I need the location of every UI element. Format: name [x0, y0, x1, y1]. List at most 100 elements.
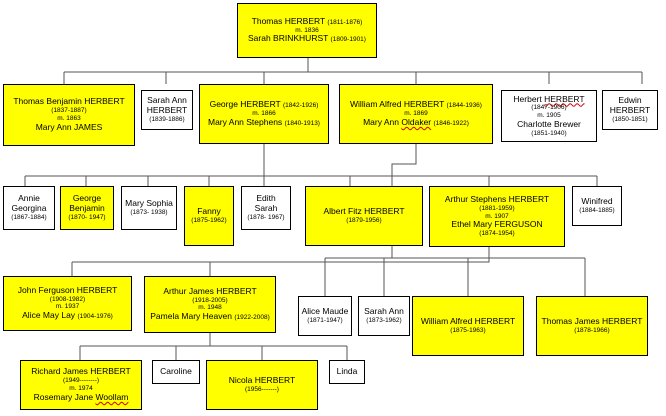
- name: Edwin HERBERT: [609, 95, 651, 116]
- years: (1837-1887): [51, 107, 87, 115]
- name: Thomas James HERBERT: [541, 316, 643, 327]
- person-box-thomas-james-herbert: Thomas James HERBERT (1878-1966): [536, 296, 648, 356]
- spouse-name: Rosemary Jane: [33, 391, 94, 402]
- years: (1871-1947): [307, 316, 343, 324]
- person-box-thomas-herbert-root: Thomas HERBERT (1811-1876) m. 1836 Sarah…: [237, 3, 377, 58]
- spouse-name: Mary Ann: [363, 116, 399, 127]
- years: (1867-1884): [11, 213, 47, 221]
- person-box-albert-fitz-herbert: Albert Fitz HERBERT (1879-1956): [305, 186, 423, 246]
- years: (1844-1936): [446, 102, 482, 110]
- name: Arthur James HERBERT: [163, 285, 257, 296]
- name: Winifred: [581, 196, 613, 207]
- spouse-name: Mary Ann Stephens: [208, 116, 283, 127]
- spouse-name: Pamela Mary Heaven: [150, 311, 232, 322]
- name: Arthur Stephens HERBERT: [444, 194, 550, 205]
- name: Albert Fitz HERBERT: [323, 206, 405, 217]
- marriage: m. 1905: [537, 112, 561, 120]
- name: Richard James HERBERT: [31, 366, 131, 377]
- root-marriage: m. 1836: [295, 26, 319, 34]
- years: (1873-1962): [366, 316, 402, 324]
- root-name2: Sarah BRINKHURST: [248, 33, 329, 44]
- marriage: m. 1948: [198, 304, 222, 312]
- spouse-name: Ethel Mary FERGUSON: [451, 219, 543, 230]
- person-box-edith-sarah: Edith Sarah (1878- 1967): [241, 186, 291, 230]
- person-box-william-alfred-herbert: William Alfred HERBERT (1844-1936) m. 18…: [339, 84, 493, 144]
- person-box-george-benjamin: George Benjamin (1870- 1947): [60, 186, 114, 230]
- person-box-winifred: Winifred (1884-1885): [572, 186, 622, 226]
- person-box-nicola-herbert: Nicola HERBERT (1956-------): [206, 360, 318, 410]
- root-name1: Thomas HERBERT: [251, 15, 326, 26]
- years: (1908-1982): [49, 295, 86, 303]
- person-box-annie-georgina: Annie Georgina (1867-1884): [3, 186, 55, 230]
- marriage: m. 1937: [55, 303, 80, 311]
- name: Sarah Ann: [364, 306, 404, 317]
- name: Annie Georgina: [11, 193, 47, 214]
- years: (1839-1886): [149, 115, 185, 123]
- marriage: m. 1974: [69, 385, 93, 392]
- person-box-arthur-stephens-herbert: Arthur Stephens HERBERT (1881-1959) m. 1…: [429, 186, 565, 247]
- spouse-years: (1904-1976): [77, 313, 113, 321]
- root-years2: (1809-1901): [330, 36, 366, 44]
- spouse-years: (1874-1954): [479, 230, 515, 238]
- person-box-george-herbert: George HERBERT (1842-1926) m. 1866 Mary …: [199, 84, 329, 144]
- marriage: m. 1866: [252, 110, 276, 118]
- person-box-herbert-herbert: Herbert HERBERT (1847-1906) m. 1905 Char…: [501, 90, 597, 142]
- years: (1842-1926): [282, 102, 319, 110]
- person-box-richard-james-herbert: Richard James HERBERT (1949--------) m. …: [20, 360, 142, 410]
- years: (1870- 1947): [68, 213, 106, 221]
- name: John Ferguson HERBERT: [17, 284, 118, 295]
- person-box-william-alfred-herbert-jr: William Alfred HERBERT (1875-1963): [412, 296, 524, 356]
- spouse-name: Charlotte Brewer: [517, 118, 581, 129]
- person-box-john-ferguson-herbert: John Ferguson HERBERT (1908-1982) m. 193…: [3, 276, 132, 331]
- years: (1881-1959): [479, 204, 515, 212]
- name: George Benjamin: [69, 193, 105, 214]
- person-box-linda: Linda: [329, 360, 365, 384]
- years: (1875-1963): [450, 326, 486, 334]
- person-box-mary-sophia: Mary Sophia (1873- 1938): [121, 186, 177, 230]
- years: (1873- 1938): [130, 208, 168, 216]
- marriage: m. 1869: [404, 110, 428, 118]
- surname: HERBERT: [544, 93, 585, 104]
- years: (1949--------): [62, 377, 100, 385]
- name: William Alfred HERBERT: [350, 99, 445, 110]
- name: George HERBERT: [209, 99, 281, 110]
- person-box-alice-maude: Alice Maude (1871-1947): [298, 296, 352, 336]
- marriage: m. 1907: [485, 212, 509, 220]
- name: Herbert: [513, 93, 542, 104]
- name: Linda: [336, 366, 358, 377]
- spouse-surname: Oldaker: [401, 116, 432, 127]
- marriage: m. 1863: [57, 115, 81, 122]
- root-years1: (1811-1876): [327, 18, 363, 26]
- years: (1956-------): [245, 385, 279, 393]
- name: William Alfred HERBERT: [420, 316, 516, 327]
- years: (1918-2005): [192, 296, 228, 304]
- spouse-years: (1922-2008): [234, 314, 270, 322]
- spouse-years: (1840-1913): [284, 119, 320, 127]
- name: Edith Sarah: [254, 193, 278, 214]
- spouse-name: Alice May Lay: [22, 310, 76, 321]
- name: Sarah Ann HERBERT: [146, 95, 188, 116]
- person-box-fanny: Fanny (1875-1962): [184, 186, 234, 246]
- name: Fanny: [197, 206, 221, 217]
- person-box-sarah-ann-herbert: Sarah Ann HERBERT (1839-1886): [141, 90, 193, 130]
- name: Caroline: [160, 366, 192, 377]
- years: (1878- 1967): [247, 213, 285, 221]
- spouse-surname: Woollam: [95, 391, 129, 402]
- spouse-years: (1846-1922): [433, 119, 469, 127]
- years: (1847-1906): [531, 104, 567, 112]
- years: (1879-1956): [346, 216, 382, 224]
- years: (1850-1851): [612, 115, 648, 123]
- years: (1875-1962): [191, 216, 227, 224]
- person-box-edwin-herbert: Edwin HERBERT (1850-1851): [602, 90, 658, 130]
- years: (1878-1966): [574, 326, 610, 334]
- person-box-caroline: Caroline: [152, 360, 200, 384]
- name: Nicola HERBERT: [228, 375, 296, 386]
- name: Alice Maude: [301, 306, 349, 317]
- spouse-name: Mary Ann JAMES: [35, 121, 103, 132]
- person-box-sarah-ann: Sarah Ann (1873-1962): [358, 296, 410, 336]
- person-box-thomas-benjamin: Thomas Benjamin HERBERT (1837-1887) m. 1…: [3, 84, 135, 146]
- name: Thomas Benjamin HERBERT: [13, 96, 125, 107]
- person-box-arthur-james-herbert: Arthur James HERBERT (1918-2005) m. 1948…: [144, 276, 276, 333]
- spouse-years: (1851-1940): [531, 129, 567, 137]
